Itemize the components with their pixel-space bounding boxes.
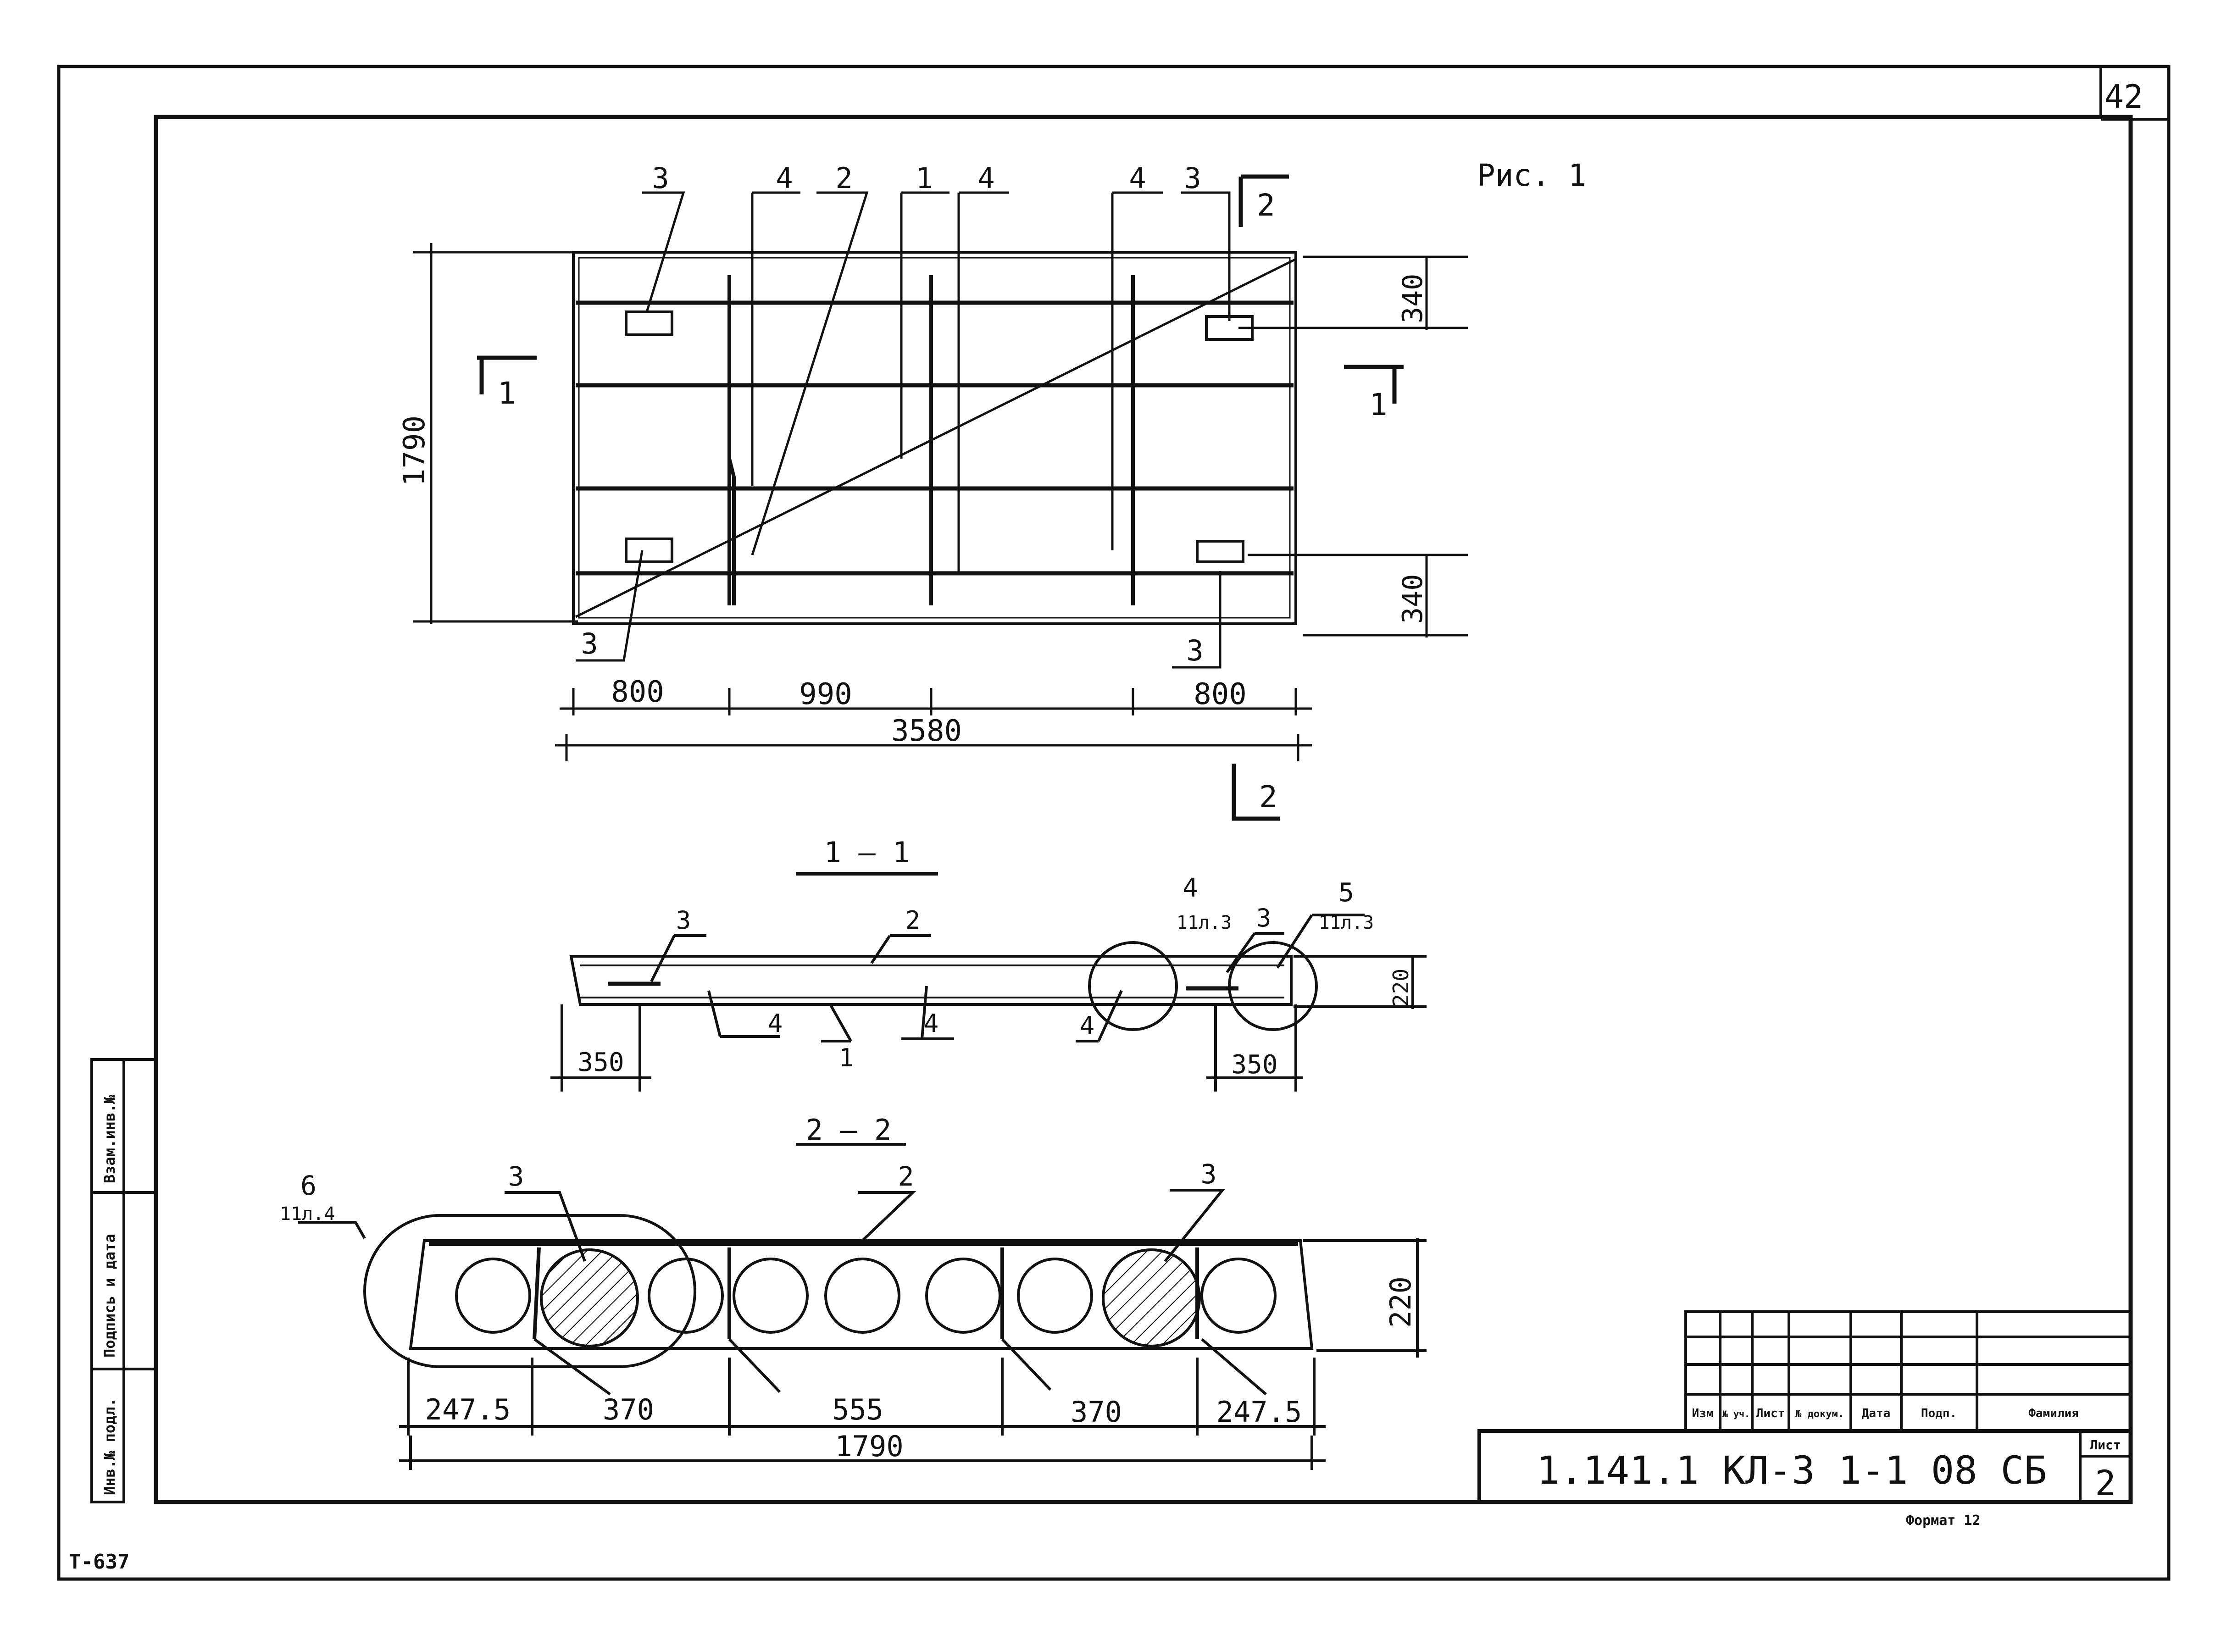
s11-detail-4-ref: 11л.3 xyxy=(1177,912,1232,933)
s22-detail-6: 6 xyxy=(300,1170,316,1201)
s22-callout-3a: 3 xyxy=(508,1161,524,1192)
section-mark-1-right: 1 xyxy=(1369,387,1388,422)
plan-dim-340-bottom: 340 xyxy=(1397,574,1429,624)
plan-view: 3 4 2 1 4 4 3 3 3 1 1 2 2 1790 340 340 8… xyxy=(398,161,1468,821)
section-mark-2-top: 2 xyxy=(1257,188,1275,223)
document-code: 1.141.1 КЛ-3 1-1 08 СБ xyxy=(1537,1448,2047,1493)
s22-detail-6-ref: 11л.4 xyxy=(280,1203,335,1225)
plan-callout-4a: 4 xyxy=(776,161,793,195)
plan-dim-800-left: 800 xyxy=(611,675,664,709)
col-izm: Изм xyxy=(1692,1407,1714,1420)
plan-callout-3c: 3 xyxy=(581,627,598,660)
s22-dim-370-right: 370 xyxy=(1071,1395,1122,1429)
stamp-sign-date: Подпись и дата xyxy=(101,1234,118,1358)
left-stamp xyxy=(90,1058,156,1503)
section-mark-2-bottom: 2 xyxy=(1259,779,1277,815)
s22-callout-2: 2 xyxy=(898,1161,914,1192)
col-date: Дата xyxy=(1862,1407,1891,1420)
plan-callout-3b: 3 xyxy=(1184,161,1201,195)
title-block xyxy=(1477,1310,2132,1504)
section-1-1: 1 — 1 3 2 4 1 4 4 3 4 11л.3 5 11л.3 220 … xyxy=(550,836,1427,1092)
s11-callout-4a: 4 xyxy=(768,1009,783,1038)
s11-detail-5-ref: 11л.3 xyxy=(1319,912,1374,933)
stamp-inv-orig: Инв.№ подл. xyxy=(101,1398,118,1495)
plan-callout-2: 2 xyxy=(835,161,852,195)
bottom-left-code: Т-637 xyxy=(69,1550,129,1574)
title-block-columns: Изм № уч. Лист № докум. Дата Подп. Фамил… xyxy=(1692,1407,2079,1420)
section-mark-1-left: 1 xyxy=(498,376,516,411)
s11-callout-4c: 4 xyxy=(1080,1011,1095,1040)
plan-dim-total: 3580 xyxy=(891,714,962,748)
col-sign: Подп. xyxy=(1921,1407,1957,1420)
s11-callout-1: 1 xyxy=(839,1043,854,1072)
sheet-header: Лист xyxy=(2090,1437,2121,1452)
s11-dim-height: 220 xyxy=(1388,969,1413,1007)
s22-dim-555: 555 xyxy=(832,1393,883,1426)
col-list: Лист xyxy=(1756,1407,1785,1420)
stamp-inv-repl: Взам.инв.№ xyxy=(101,1095,118,1183)
s11-dim-350-right: 350 xyxy=(1231,1050,1277,1080)
plan-dim-990: 990 xyxy=(799,677,852,711)
col-uch: № уч. xyxy=(1722,1408,1750,1419)
s22-dim-247-left: 247.5 xyxy=(425,1393,511,1426)
sheet-number: 2 xyxy=(2095,1463,2116,1503)
plan-dim-340-top: 340 xyxy=(1397,274,1429,323)
figure-label: Рис. 1 xyxy=(1477,158,1586,193)
plan-callout-1: 1 xyxy=(916,161,933,195)
format-label: Формат 12 xyxy=(1906,1513,1981,1529)
s22-dim-370-left: 370 xyxy=(603,1393,654,1426)
section-1-1-title: 1 — 1 xyxy=(824,836,910,869)
col-doc: № докум. xyxy=(1795,1408,1844,1420)
s22-callout-3b: 3 xyxy=(1201,1159,1217,1190)
col-name: Фамилия xyxy=(2028,1407,2079,1420)
s11-dim-350-left: 350 xyxy=(577,1048,624,1077)
s11-detail-4: 4 xyxy=(1183,873,1198,903)
plan-callout-4b: 4 xyxy=(977,161,994,195)
sheet-frame xyxy=(57,65,2171,1581)
s11-callout-3b: 3 xyxy=(1256,904,1272,932)
s11-callout-3a: 3 xyxy=(676,906,691,935)
s11-callout-2: 2 xyxy=(905,906,921,935)
plan-dim-800-right: 800 xyxy=(1194,677,1247,711)
s22-dim-total: 1790 xyxy=(835,1430,903,1463)
s11-detail-5: 5 xyxy=(1338,878,1354,908)
s22-dim-247-right: 247.5 xyxy=(1216,1395,1302,1429)
plan-callout-3a: 3 xyxy=(652,161,669,195)
section-2-2-title: 2 — 2 xyxy=(806,1113,892,1147)
plan-dim-height: 1790 xyxy=(398,416,432,486)
s11-callout-4b: 4 xyxy=(924,1009,939,1038)
plan-callout-4c: 4 xyxy=(1129,161,1146,195)
plan-callout-3d: 3 xyxy=(1186,634,1203,667)
sheet-corner-number: 42 xyxy=(2104,78,2143,116)
s22-dim-height: 220 xyxy=(1384,1276,1417,1328)
section-2-2: 2 — 2 6 11л.4 3 2 3 220 247.5 xyxy=(280,1113,1427,1470)
